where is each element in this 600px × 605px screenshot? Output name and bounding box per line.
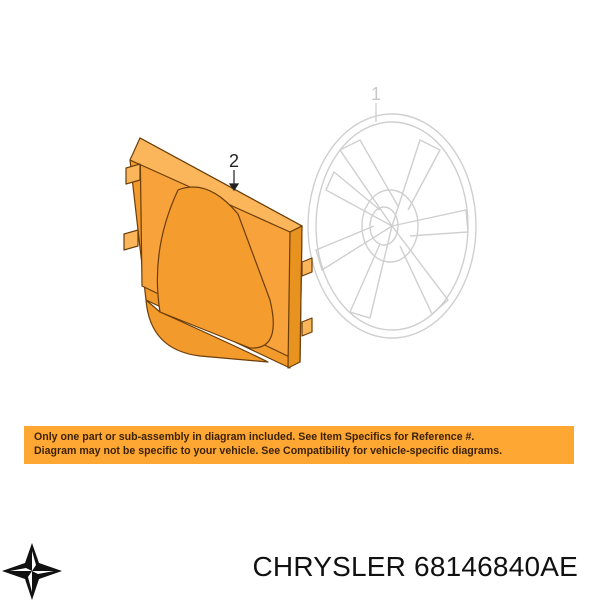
- part-number-caption: CHRYSLER 68146840AE: [252, 551, 578, 582]
- parts-diagram-svg: [123, 103, 477, 369]
- disclaimer-banner: Only one part or sub-assembly in diagram…: [24, 426, 574, 464]
- chrysler-star-icon: [2, 543, 62, 600]
- disclaimer-line-2: Diagram may not be specific to your vehi…: [34, 445, 503, 457]
- parts-diagram: 1 2: [123, 84, 477, 369]
- fan-part-1: [307, 103, 477, 339]
- fan-shroud-part-2: [123, 137, 313, 369]
- callout-label-2: 2: [229, 151, 240, 171]
- disclaimer-line-1: Only one part or sub-assembly in diagram…: [34, 431, 475, 443]
- callout-label-1: 1: [371, 84, 382, 104]
- callout-2-leader: [228, 170, 240, 192]
